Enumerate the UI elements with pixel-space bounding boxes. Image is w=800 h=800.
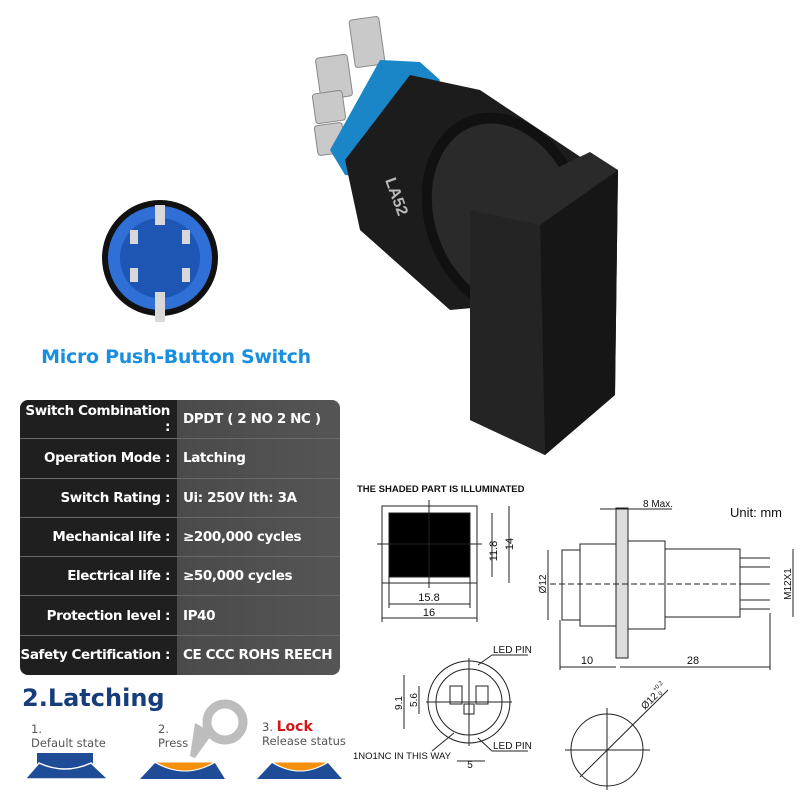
step-text: Default state bbox=[31, 736, 106, 750]
dim-outer-width: 16 bbox=[423, 607, 435, 619]
spec-row: Electrical life : ≥50,000 cycles bbox=[20, 557, 340, 597]
front-view bbox=[377, 500, 510, 622]
step-2-label: 2. Press bbox=[158, 722, 188, 750]
dim-panel: 8 Max. bbox=[643, 499, 673, 510]
step-number: 2. bbox=[158, 722, 169, 736]
dim-thread: M12X1 bbox=[783, 568, 794, 600]
spec-value: Ui: 250V Ith: 3A bbox=[183, 489, 297, 506]
spec-value: ≥50,000 cycles bbox=[183, 568, 293, 585]
default-state-diagram bbox=[23, 753, 110, 780]
led-pin-label-bottom: LED PIN bbox=[493, 741, 532, 752]
spec-row: Mechanical life : ≥200,000 cycles bbox=[20, 518, 340, 558]
rear-view-photo bbox=[102, 200, 218, 322]
step-3-label: 3. Lock Release status bbox=[262, 720, 346, 748]
spec-label: Safety Certification : bbox=[20, 646, 171, 663]
dim-cutout-tolerance-low: 0 bbox=[658, 690, 665, 697]
spec-label: Switch Rating : bbox=[60, 489, 170, 506]
latching-diagrams bbox=[23, 699, 342, 780]
lock-label: Lock bbox=[276, 719, 313, 735]
dim-pin-w: 5 bbox=[467, 760, 473, 771]
spec-label: Operation Mode : bbox=[44, 450, 170, 467]
spec-row: Safety Certification : CE CCC ROHS REECH bbox=[20, 636, 340, 674]
dim-pin-h1: 9.1 bbox=[394, 696, 405, 710]
spec-label: Electrical life : bbox=[67, 568, 170, 585]
dim-diameter: Ø12 bbox=[538, 574, 549, 593]
dim-inner-width: 15.8 bbox=[418, 592, 439, 604]
side-view bbox=[547, 507, 794, 670]
spec-row: Protection level : IP40 bbox=[20, 596, 340, 636]
spec-value: DPDT ( 2 NO 2 NC ) bbox=[183, 411, 321, 428]
unit-label: Unit: mm bbox=[730, 505, 782, 520]
hand-icon bbox=[190, 699, 248, 758]
spec-label: Switch Combination : bbox=[25, 403, 170, 436]
step-1-label: 1. Default state bbox=[31, 722, 106, 750]
latching-title: 2.Latching bbox=[22, 684, 165, 712]
step-number: 1. bbox=[31, 722, 42, 736]
step-text: Release status bbox=[262, 734, 346, 748]
bottom-view bbox=[403, 654, 528, 762]
step-text: Press bbox=[158, 736, 189, 750]
spec-value: CE CCC ROHS REECH bbox=[183, 646, 333, 663]
illuminated-note: THE SHADED PART IS ILLUMINATED bbox=[357, 484, 525, 495]
way-note: 1NO1NC IN THIS WAY bbox=[353, 751, 452, 762]
spec-row: Operation Mode : Latching bbox=[20, 439, 340, 479]
spec-value: Latching bbox=[183, 450, 246, 467]
lock-diagram bbox=[257, 761, 342, 779]
dim-front-len: 10 bbox=[581, 655, 593, 667]
product-photo: LA52 bbox=[102, 16, 618, 455]
dim-inner-height: 11.8 bbox=[488, 541, 500, 562]
spec-value: IP40 bbox=[183, 607, 216, 624]
led-pin-label-top: LED PIN bbox=[493, 645, 532, 656]
press-diagram bbox=[140, 761, 225, 779]
spec-label: Mechanical life : bbox=[52, 529, 170, 546]
spec-table: Switch Combination : DPDT ( 2 NO 2 NC ) O… bbox=[20, 400, 340, 675]
dim-pin-h2: 5.6 bbox=[409, 693, 420, 707]
spec-label: Protection level : bbox=[46, 607, 171, 624]
spec-value: ≥200,000 cycles bbox=[183, 529, 302, 546]
dim-outer-height: 14 bbox=[504, 538, 516, 550]
panel-cutout bbox=[565, 689, 669, 790]
step-number: 3. bbox=[262, 720, 273, 734]
spec-row: Switch Rating : Ui: 250V Ith: 3A bbox=[20, 479, 340, 518]
dim-rear-len: 28 bbox=[687, 655, 699, 667]
spec-row: Switch Combination : DPDT ( 2 NO 2 NC ) bbox=[20, 400, 340, 440]
technical-drawing: THE SHADED PART IS ILLUMINATED 11.8 14 1… bbox=[353, 484, 794, 790]
product-title: Micro Push-Button Switch bbox=[41, 346, 311, 368]
